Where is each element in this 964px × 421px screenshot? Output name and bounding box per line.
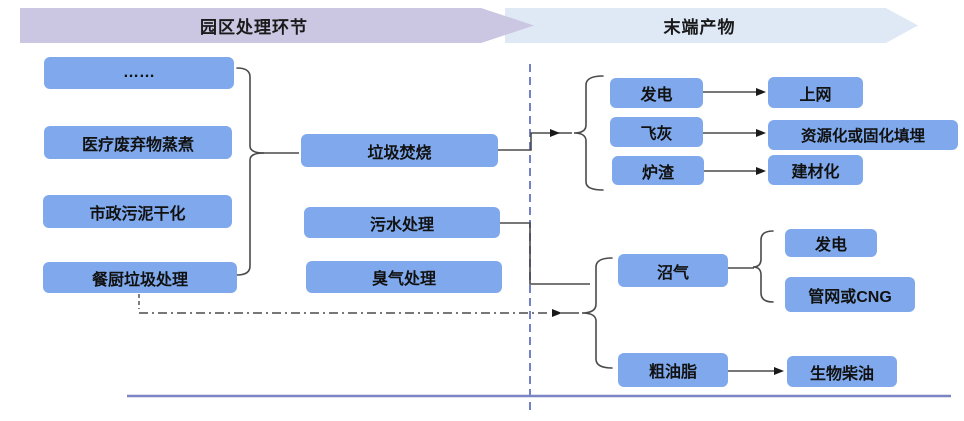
banner-park-processing-label: 园区处理环节	[200, 18, 308, 37]
node-fly-ash: 飞灰	[610, 117, 703, 147]
node-biogas-power: 发电	[785, 229, 877, 257]
node-resource-or-landfill: 资源化或固化填埋	[768, 120, 958, 150]
arrowhead-grease-biodiesel	[774, 367, 784, 375]
node-odor-treatment: 臭气处理	[306, 261, 502, 293]
node-crude-grease: 粗油脂	[618, 353, 728, 387]
connector-sewage-out	[500, 222, 590, 285]
node-source-ellipsis: ……	[44, 57, 234, 89]
banner-end-products: 末端产物	[505, 8, 918, 43]
node-slag: 炉渣	[612, 156, 704, 185]
node-kitchen-waste: 餐厨垃圾处理	[43, 262, 237, 293]
node-sewage-treatment: 污水处理	[304, 207, 500, 238]
banner-park-processing: 园区处理环节	[20, 8, 534, 43]
arrowhead-slag-material	[756, 167, 766, 175]
node-pipeline-cng: 管网或CNG	[785, 277, 915, 312]
node-sludge-drying: 市政污泥干化	[43, 195, 232, 228]
banner-end-products-label: 末端产物	[663, 18, 736, 37]
brace-biogas-products	[752, 230, 774, 303]
node-grid-connection: 上网	[768, 77, 863, 108]
arrowhead-incineration	[550, 129, 560, 137]
node-medical-waste: 医疗废弃物蒸煮	[44, 126, 232, 159]
brace-sources	[236, 67, 265, 276]
brace-digestion-products	[581, 257, 613, 369]
connector-incineration-out	[498, 132, 572, 151]
brace-incineration-products	[573, 75, 604, 191]
arrowhead-flyash-landfill	[756, 129, 766, 137]
arrowhead-kitchen	[552, 309, 562, 317]
node-incineration: 垃圾焚烧	[301, 134, 498, 167]
node-building-material: 建材化	[768, 155, 863, 185]
node-power-generation: 发电	[610, 78, 703, 108]
node-biogas: 沼气	[618, 254, 728, 287]
node-biodiesel: 生物柴油	[787, 356, 897, 387]
arrowhead-power-grid	[756, 88, 766, 96]
